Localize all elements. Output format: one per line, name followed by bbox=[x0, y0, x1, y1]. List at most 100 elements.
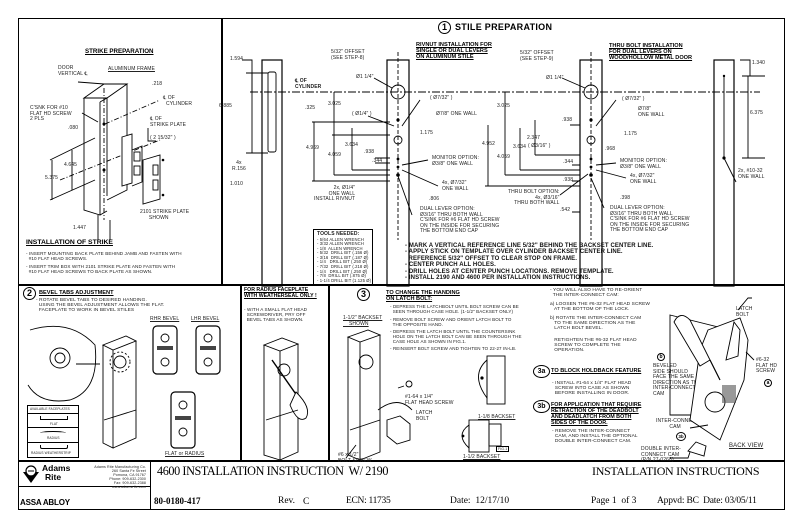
beveled-label: BEVELED SIDE SHOULD FACE THE SAME DIRECT… bbox=[653, 363, 702, 397]
dim-1175: 1.175 bbox=[420, 130, 434, 136]
stile-step: - DRILL HOLES AT CENTER PUNCH LOCATIONS.… bbox=[405, 268, 614, 275]
callout-10-32: 2x, #10-32 ONE WALL bbox=[738, 168, 765, 180]
tool-item: - 5/32 DRILL BIT (.156 Ø) bbox=[317, 250, 369, 256]
dim-4645: 4.645 bbox=[64, 162, 78, 168]
dim-398: .398 bbox=[620, 195, 631, 201]
cl-cylinder-label: ℄ OF CYLINDER bbox=[163, 95, 193, 107]
inter-cam-label: INTER-CONNECT CAM bbox=[656, 418, 699, 430]
dim-1447: 1.447 bbox=[73, 225, 87, 231]
back-view-label: BACK VIEW bbox=[729, 443, 764, 449]
handing-step-1: - DEPRESS THE LATCHBOLT UNTIL BOLT SCREW… bbox=[390, 304, 519, 314]
radius-text: - WITH A SMALL FLAT HEAD SCREWDRIVER, PR… bbox=[244, 307, 308, 322]
text-3b: - REMOVE THE INTER-CONNECT CAM, AND INST… bbox=[552, 429, 638, 444]
faceplate-radius: RADIUS bbox=[47, 436, 60, 440]
tool-item: - 1/8 ALLEN WRENCH bbox=[317, 245, 363, 251]
reorient-a: a) LOOSEN THE #6-32 FLAT HEAD SCREW AT T… bbox=[550, 302, 650, 312]
fig-1-label: FIG.1 bbox=[496, 446, 510, 452]
faceplate-flat: FLAT bbox=[50, 422, 58, 426]
dim-6885: 6.885 bbox=[219, 103, 233, 109]
dim-2-15-32: ( 2 15/32" ) bbox=[150, 135, 176, 141]
bevel-title: BEVEL TABS ADJUSTMENT bbox=[39, 290, 114, 296]
dim-5375: 5.375 bbox=[45, 175, 59, 181]
dim-4059b: 4.059 bbox=[497, 154, 511, 160]
faceplates-title: AVAILABLE FACEPLATES bbox=[30, 407, 70, 411]
callout-4x-7-32-b: 4x, Ø7/32" ONE WALL bbox=[630, 173, 657, 185]
latch-bolt-label: LATCH BOLT bbox=[416, 410, 433, 422]
radius-panel bbox=[240, 284, 330, 462]
step-1-badge: 1 bbox=[438, 21, 451, 34]
faceplates-box: AVAILABLE FACEPLATES FLAT RADIUS RADIUS … bbox=[27, 405, 79, 458]
dim-1010: 1.010 bbox=[230, 181, 244, 187]
step-2-badge: 2 bbox=[23, 287, 36, 300]
screw-label: #1-64 x 1/4" FLAT HEAD SCREW bbox=[405, 394, 454, 406]
flat-radius-label: FLAT or RADIUS bbox=[165, 451, 205, 457]
dim-344: .344 bbox=[372, 158, 383, 164]
tool-item: - 5/64 ALLEN WRENCH bbox=[317, 236, 364, 242]
dim-3634: 3.634 bbox=[345, 142, 359, 148]
stile-panel bbox=[221, 18, 785, 286]
handing-panel bbox=[328, 284, 785, 462]
callout-dia-7-8-b: Ø7/8" ONE WALL bbox=[638, 106, 665, 118]
dim-542: .542 bbox=[560, 207, 571, 213]
latch-bolt-label-2: LATCH BOLT bbox=[736, 306, 753, 318]
handing-step-4: - REINSERT BOLT SCREW AND TIGHTEN TO 22-… bbox=[390, 346, 517, 351]
marker-3b: 3b bbox=[676, 432, 686, 441]
stile-step: - INSTALL 2190 AND 4600 PER INSTALLATION… bbox=[405, 275, 591, 282]
step-3b-badge: 3b bbox=[533, 400, 550, 413]
step-3-badge: 3 bbox=[357, 288, 370, 301]
top-left-panel bbox=[18, 18, 223, 286]
bolt-screw-label: #6 x 1/2" BOLT SCREW bbox=[338, 452, 372, 464]
brand-assa-abloy: ASSA ABLOY bbox=[20, 498, 70, 507]
faceplate-radius-weatherstrip: RADIUS WEATHERSTRIP bbox=[31, 451, 71, 455]
dim-1594: 1.594 bbox=[230, 56, 244, 62]
tools-title: TOOLS NEEDED: bbox=[317, 231, 360, 237]
brand-rite: Rite bbox=[45, 472, 62, 482]
rhr-bevel-label: RHR BEVEL bbox=[150, 316, 180, 322]
csnk-label: C'SNK FOR #10 FLAT HD SCREW 2 PLS bbox=[30, 105, 72, 123]
cl-cylinder-stile: ℄ OF CYLINDER bbox=[295, 78, 322, 90]
bevel-text: - ROTATE BEVEL TABS TO DESIRED HANDING. … bbox=[36, 298, 165, 313]
dim-4059: 4.059 bbox=[328, 152, 342, 158]
rev-label: Rev. bbox=[278, 496, 296, 506]
tools-needed-box: TOOLS NEEDED: - 5/64 ALLEN WRENCH - 3/32… bbox=[313, 229, 373, 285]
tool-item: - 3/16 DRILL BIT (.187 Ø) bbox=[317, 254, 369, 260]
dim-r156: 4x R.156 bbox=[232, 160, 246, 172]
door-vertical-label: DOOR VERTICAL ℄ bbox=[58, 65, 88, 77]
doc-date: Date: 12/17/10 bbox=[450, 496, 510, 506]
callout-monitor: MONITOR OPTION: Ø3/8" ONE WALL bbox=[432, 155, 479, 167]
backset-118-label: 1-1/8 BACKSET bbox=[478, 414, 516, 420]
dim-806: .806 bbox=[429, 196, 440, 202]
reorient-b: b) ROTATE THE INTER-CONNECT CAM TO THE S… bbox=[550, 316, 642, 331]
dim-4969: 4.969 bbox=[306, 145, 320, 151]
handing-step-2: - REMOVE BOLT SCREW AND ORIENT LATCH BOL… bbox=[390, 317, 512, 327]
tool-item: - 7/8 DRILL BIT (.875 Ø) bbox=[317, 273, 367, 279]
dim-1175b: 1.175 bbox=[624, 131, 638, 137]
dim-938b: .938 bbox=[562, 117, 573, 123]
dim-3025: 3.025 bbox=[328, 101, 342, 107]
dim-344b: .344 bbox=[563, 159, 574, 165]
tool-item: - 7/32 DRILL BIT (.218 Ø) bbox=[317, 264, 369, 270]
stile-step: - CENTER PUNCH ALL HOLES. bbox=[405, 262, 496, 269]
rivnut-title: RIVNUT INSTALLATION FOR SINGLE OR DUAL L… bbox=[416, 42, 492, 60]
title-block bbox=[18, 460, 785, 510]
callout-dia-1-1-4-b: Ø1 1/4" bbox=[546, 75, 564, 81]
ecn: ECN: 11735 bbox=[346, 496, 391, 506]
install-strike-step-2: - INSERT TRIM BOX WITH 2101 STRIKE PLATE… bbox=[26, 264, 176, 274]
dim-4952: 4.952 bbox=[482, 141, 496, 147]
strike-prep-title: STRIKE PREPARATION bbox=[85, 48, 154, 55]
brand-adams: Adams bbox=[42, 463, 71, 473]
approval: Appvd: BC Date: 03/05/11 bbox=[657, 496, 757, 506]
dim-968: .968 bbox=[605, 146, 616, 152]
callout-thru-bolt: THRU BOLT OPTION: 4x, Ø3/16" THRU BOTH W… bbox=[508, 189, 560, 207]
reorient-c: RETIGHTEN THE #6-32 FLAT HEAD SCREW TO C… bbox=[554, 338, 637, 353]
dim-1340: 1.340 bbox=[752, 60, 766, 66]
tool-item: - 1/4 DRILL BIT (.250 Ø) bbox=[317, 259, 368, 265]
stile-step: - APPLY STICK ON TEMPLATE OVER CYLINDER … bbox=[405, 249, 623, 256]
doc-number: 80-0180-417 bbox=[154, 496, 201, 506]
callout-dia-1-4: ( Ø1/4" ) bbox=[352, 111, 372, 117]
dim-6375: 6.375 bbox=[750, 110, 764, 116]
tool-item: - 3/32 ALLEN WRENCH bbox=[317, 241, 364, 247]
title-3b: FOR APPLICATION THAT REQUIRE RETRACTION … bbox=[551, 402, 642, 426]
callout-monitor-b: MONITOR OPTION: Ø3/8" ONE WALL bbox=[620, 158, 667, 170]
install-strike-step-1: - INSERT MOUNTING BACK PLATE BEHIND JAMB… bbox=[26, 251, 182, 261]
